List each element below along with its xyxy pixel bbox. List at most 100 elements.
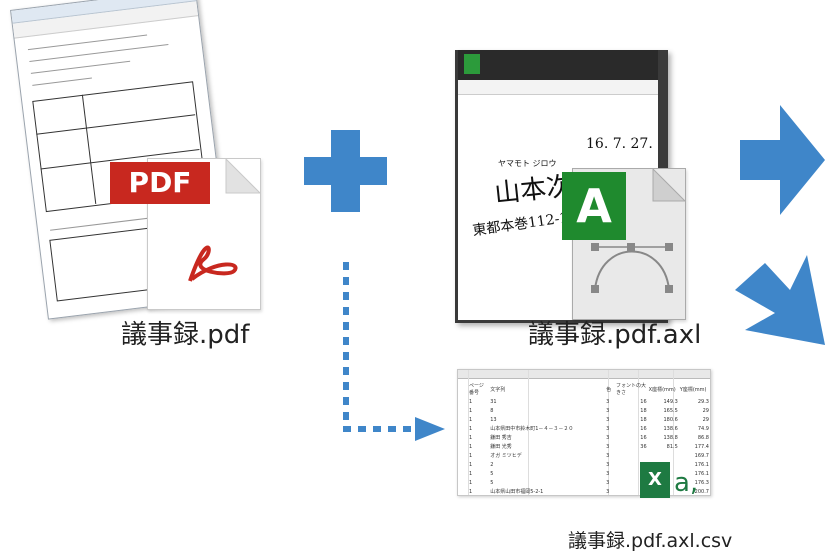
table-row: 1 鎌田 秀吉 3 16 138.8 86.8 — [468, 434, 710, 443]
table-cell: 1 — [469, 462, 473, 468]
table-cell: 3 — [606, 480, 610, 486]
app-logo-icon — [464, 54, 480, 74]
table-row: 1 山本県田中市鈴木町1－４－３－２０ 3 16 138.6 74.9 — [468, 425, 710, 434]
sheet-gridline — [638, 370, 639, 495]
table-cell: 86.8 — [697, 435, 709, 441]
table-cell: 1 — [469, 417, 473, 423]
table-cell: 36 — [640, 444, 647, 450]
sheet-gridline — [673, 370, 674, 495]
table-cell: 176.3 — [694, 480, 709, 486]
app-titlebar — [458, 50, 658, 80]
table-cell: 3 — [606, 435, 610, 441]
table-cell: 138.6 — [663, 426, 678, 432]
table-cell: 1 — [469, 408, 473, 414]
arrow-right-icon — [740, 105, 825, 215]
sheet-column-header — [458, 370, 710, 379]
table-cell: 16 — [640, 435, 647, 441]
table-row: 1 5 3 176.1 — [468, 470, 710, 479]
table-cell: 山本県田中市鈴木町1－４－３－２０ — [490, 426, 574, 432]
axl-document-icon — [572, 168, 686, 320]
table-cell: 5 — [490, 480, 494, 486]
table-cell: 鎌田 光秀 — [490, 444, 512, 450]
table-cell: 3 — [606, 462, 610, 468]
table-header-row: ページ番号 文字列 色 フォントの大きさ X座標(mm) Y座標(mm) — [468, 382, 710, 398]
table-cell: 176.1 — [694, 471, 709, 477]
table-header-cell: 色 — [606, 386, 612, 393]
table-cell — [648, 452, 679, 461]
pdf-caption: 議事録.pdf — [121, 320, 250, 350]
table-row: 1 5 3 176.3 — [468, 479, 710, 488]
csv-badge: X — [640, 462, 670, 498]
table-cell: 1 — [469, 399, 473, 405]
csv-caption: 議事録.pdf.axl.csv — [568, 530, 733, 552]
table-cell: 1 — [469, 435, 473, 441]
table-cell — [615, 452, 648, 461]
pdf-badge: PDF — [110, 162, 210, 204]
table-cell: 29 — [702, 408, 709, 414]
table-cell: 2 — [490, 462, 494, 468]
table-cell: 16 — [640, 399, 647, 405]
table-header-cell: Y座標(mm) — [679, 386, 707, 393]
text-line — [32, 77, 92, 86]
axl-caption: 議事録.pdf.axl — [528, 320, 702, 350]
table-cell: 5 — [490, 471, 494, 477]
app-toolbar — [458, 80, 658, 95]
table-cell: 18 — [640, 408, 647, 414]
csv-badge-sub: a, — [674, 468, 699, 498]
table-cell: 8 — [490, 408, 494, 414]
table-cell: 29.3 — [697, 399, 709, 405]
table-cell: 鎌田 秀吉 — [490, 435, 512, 441]
plus-icon-bar — [304, 157, 387, 185]
table-row: 1 山本県山田市福岡5-2-1 3 200.7 — [468, 488, 710, 495]
table-cell: 149.3 — [663, 399, 678, 405]
table-header-cell: X座標(mm) — [648, 386, 676, 393]
table-cell: 165.5 — [663, 408, 678, 414]
table-cell: 1 — [469, 480, 473, 486]
table-cell: 3 — [606, 399, 610, 405]
table-cell: 1 — [469, 426, 473, 432]
table-row: 1 13 3 18 180.6 29 — [468, 416, 710, 425]
table-cell: 176.1 — [694, 462, 709, 468]
table-cell: 山本県山田市福岡5-2-1 — [490, 489, 544, 495]
handwritten-date: 16. 7. 27. — [586, 136, 653, 152]
table-header-cell: フォントの大きさ — [616, 383, 647, 396]
table-cell: 81.5 — [666, 444, 678, 450]
sheet-gridline — [608, 370, 609, 495]
sheet-gridline — [528, 370, 529, 495]
table-cell: オガ ミツヒデ — [490, 453, 522, 459]
table-cell: 29 — [702, 417, 709, 423]
table-cell: 1 — [469, 471, 473, 477]
handwritten-reading: ヤマモト ジロウ — [498, 159, 557, 168]
table-header-cell: 文字列 — [490, 386, 506, 393]
table-row: 1 2 3 176.1 — [468, 461, 710, 470]
table-cell: 138.8 — [663, 435, 678, 441]
table-cell: 74.9 — [697, 426, 709, 432]
table-cell: 31 — [490, 399, 497, 405]
table-cell: 3 — [606, 471, 610, 477]
table-cell: 13 — [490, 417, 497, 423]
table-cell: 1 — [469, 444, 473, 450]
table-cell: 3 — [606, 444, 610, 450]
table-cell: 3 — [606, 426, 610, 432]
table-cell: 1 — [469, 489, 473, 495]
table-row: 1 31 3 16 149.3 29.3 — [468, 398, 710, 407]
table-cell: 3 — [606, 417, 610, 423]
text-line — [30, 60, 131, 74]
table-cell: 180.6 — [663, 417, 678, 423]
sheet-gridline — [468, 370, 469, 495]
table-cell: 200.7 — [694, 489, 709, 495]
table-cell: 1 — [469, 453, 473, 459]
table-cell: 16 — [640, 426, 647, 432]
table-cell: 177.4 — [694, 444, 709, 450]
table-cell: 18 — [640, 417, 647, 423]
table-cell: 3 — [606, 408, 610, 414]
table-cell: 3 — [606, 489, 610, 495]
table-row: 1 鎌田 光秀 3 36 81.5 177.4 — [468, 443, 710, 452]
axl-badge: A — [562, 172, 626, 240]
table-cell: 169.7 — [694, 453, 709, 459]
table-header-cell: ページ番号 — [469, 383, 484, 396]
